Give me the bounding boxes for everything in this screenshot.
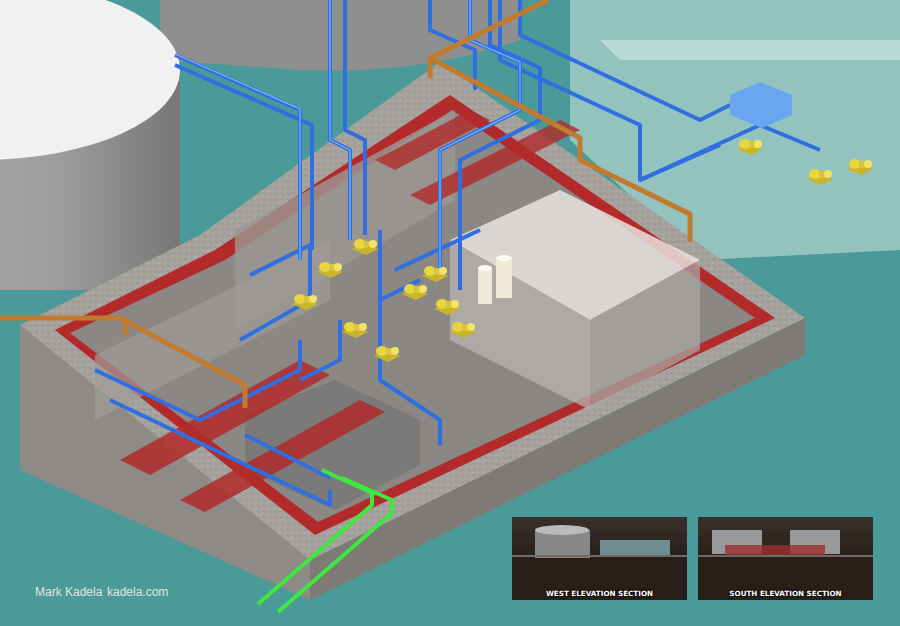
slab-top <box>20 62 805 560</box>
credit-text: Mark Kadela <box>35 585 102 599</box>
wall <box>590 260 700 410</box>
pumps <box>292 139 873 362</box>
gas-pipe <box>0 0 690 408</box>
chemical-tank <box>478 268 492 304</box>
section-thumbnail: SOUTH ELEVATION SECTION <box>698 517 873 600</box>
building-beam <box>600 40 900 60</box>
section-thumbnails <box>512 517 873 600</box>
rear-tank <box>160 0 520 71</box>
floor-band <box>410 120 580 205</box>
floor-band <box>375 110 490 170</box>
interior-floor <box>70 110 755 522</box>
cut-rim <box>55 95 775 535</box>
section-thumbnail: WEST ELEVATION SECTION <box>512 517 687 600</box>
process-pipes <box>95 0 820 505</box>
control-box <box>730 82 792 128</box>
tank-roof <box>0 0 180 160</box>
inlet-pipe <box>258 470 392 612</box>
section-caption: WEST ELEVATION SECTION <box>512 589 687 598</box>
credit-text: kadela.com <box>107 585 168 599</box>
section-caption: SOUTH ELEVATION SECTION <box>698 589 873 598</box>
wall <box>450 240 590 410</box>
chemical-tank <box>496 258 512 298</box>
